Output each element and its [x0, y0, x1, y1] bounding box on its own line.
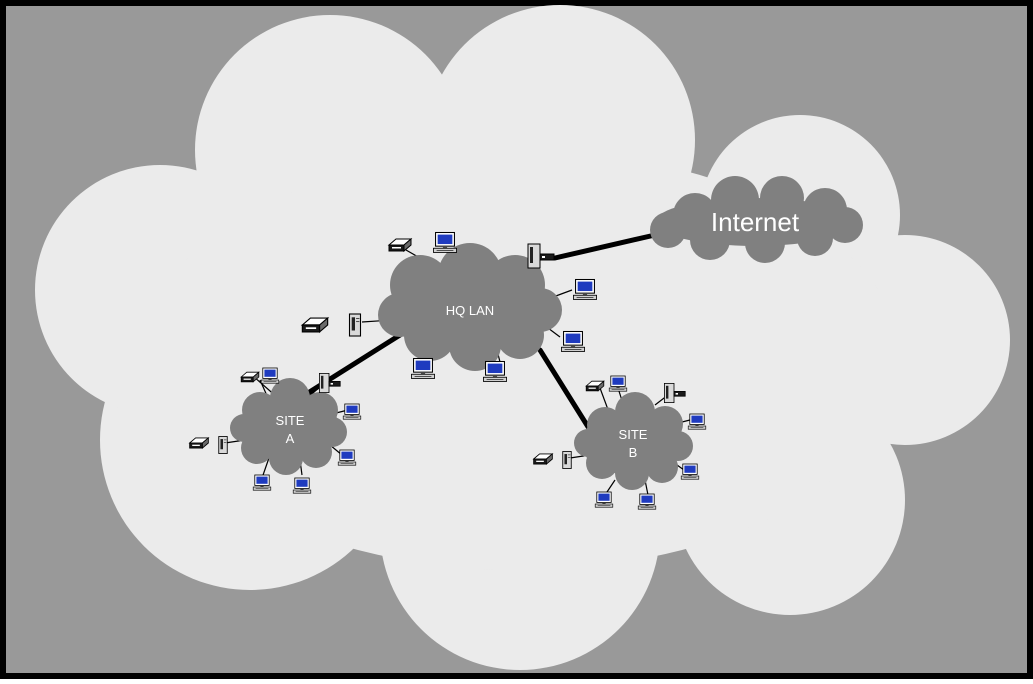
server-icon [218, 436, 228, 454]
hq-lan-label: HQ LAN [446, 303, 494, 318]
internet-cloud [650, 176, 863, 263]
site-b-label-line2: B [629, 445, 638, 460]
computer-icon [292, 477, 312, 494]
computer-icon [337, 449, 357, 466]
site-b-cloud [574, 392, 693, 490]
computer-icon [252, 474, 272, 491]
link-hq-internet [552, 232, 658, 261]
computer-icon [572, 278, 598, 300]
server-icon [348, 313, 362, 337]
computer-icon [680, 463, 700, 480]
wan-links [297, 232, 658, 441]
computer-icon [260, 367, 280, 384]
site-a-cloud [230, 378, 347, 475]
computer-icon [482, 360, 508, 382]
computer-icon [560, 330, 586, 352]
computer-icon [432, 231, 458, 253]
site-a-label-line1: SITE [276, 413, 305, 428]
computer-icon [637, 493, 657, 510]
server-icon [562, 451, 572, 469]
link-hq-site-b [537, 347, 598, 441]
link-hq-site-a [297, 332, 403, 401]
computer-icon [342, 403, 362, 420]
site-b-label-line1: SITE [619, 427, 648, 442]
computer-icon [687, 413, 707, 430]
internet-label: Internet [711, 207, 800, 237]
hq-lan-cloud [378, 243, 562, 371]
computer-icon [608, 375, 628, 392]
site-a-label-line2: A [286, 431, 295, 446]
computer-icon [594, 491, 614, 508]
computer-icon [410, 357, 436, 379]
